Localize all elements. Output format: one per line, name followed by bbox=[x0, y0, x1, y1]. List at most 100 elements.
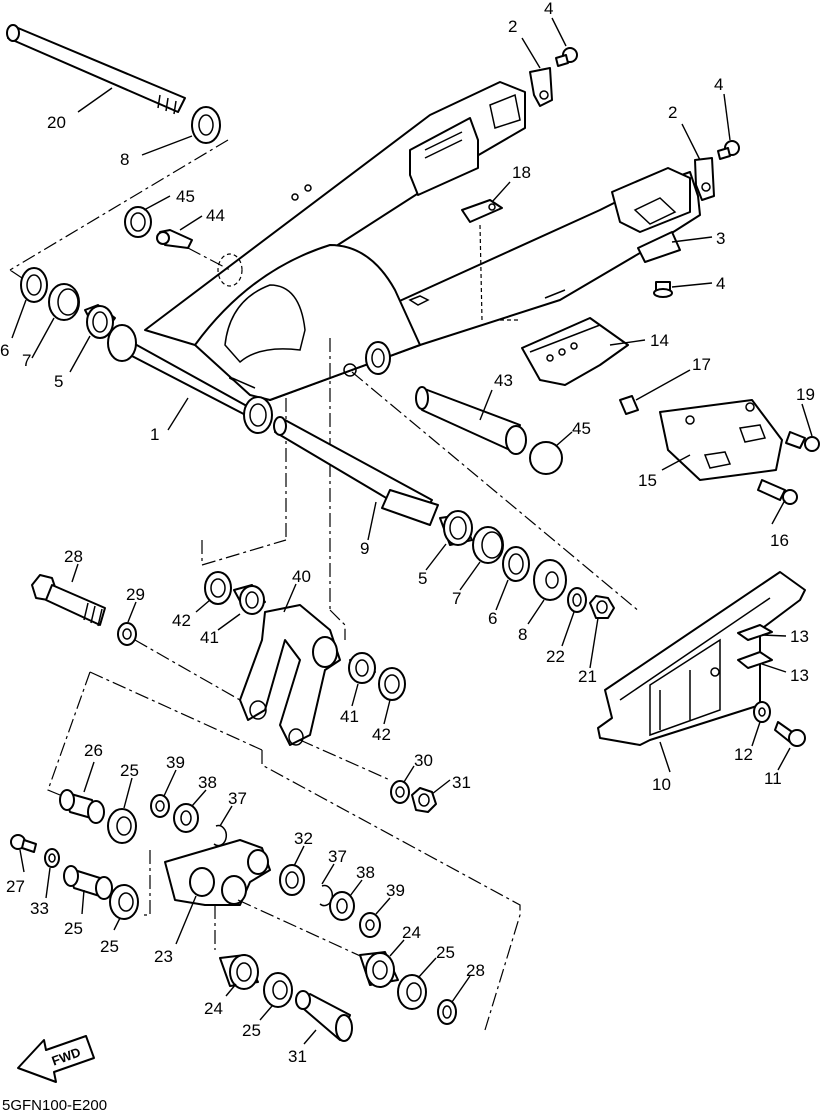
cap-8-right bbox=[533, 559, 567, 601]
callout-2-right: 2 bbox=[668, 103, 677, 122]
bearing-24-right bbox=[359, 951, 399, 988]
callout-7: 7 bbox=[22, 351, 31, 370]
callout-23: 23 bbox=[154, 947, 173, 966]
callout-11: 11 bbox=[764, 769, 782, 788]
callout-39-upper: 39 bbox=[166, 753, 185, 772]
shaft-43 bbox=[415, 386, 527, 455]
bushing-39-upper bbox=[150, 794, 170, 818]
callout-37-lower: 37 bbox=[328, 847, 347, 866]
washer-30 bbox=[44, 848, 60, 868]
collar-31 bbox=[295, 990, 353, 1042]
callout-17: 17 bbox=[692, 355, 711, 374]
bolt-4-right bbox=[717, 140, 740, 160]
bolt-44 bbox=[156, 229, 193, 249]
callout-13-lower: 13 bbox=[790, 666, 809, 685]
bolt-29 bbox=[10, 834, 37, 853]
plate-15 bbox=[659, 399, 783, 481]
connecting-rod-23 bbox=[164, 839, 271, 906]
washer-6-left bbox=[20, 267, 48, 303]
bolt-11 bbox=[774, 721, 806, 747]
chain-guide-14 bbox=[521, 317, 629, 386]
bolt-4-lower bbox=[653, 281, 673, 298]
callout-25-d: 25 bbox=[242, 1021, 261, 1040]
bearing-25-a bbox=[107, 808, 137, 844]
callout-2: 2 bbox=[508, 17, 517, 36]
callout-37-upper: 37 bbox=[228, 789, 247, 808]
washer-12 bbox=[753, 701, 771, 723]
callout-38-lower: 38 bbox=[356, 863, 375, 882]
washer-34 bbox=[390, 780, 410, 804]
callout-42-lower: 42 bbox=[372, 725, 391, 744]
plate-3 bbox=[637, 231, 681, 263]
callout-4: 4 bbox=[544, 0, 553, 18]
callout-1: 1 bbox=[150, 425, 159, 444]
diagram-code: 5GFN100-E200 bbox=[2, 1097, 107, 1111]
callout-26: 25 bbox=[64, 919, 83, 938]
callout-40: 40 bbox=[292, 567, 311, 586]
callout-34: 30 bbox=[414, 751, 433, 770]
cap-45-upper bbox=[124, 206, 152, 238]
callout-29: 27 bbox=[6, 877, 25, 896]
chain-slider-10 bbox=[597, 571, 806, 746]
bearing-42-lower bbox=[378, 667, 406, 701]
callout-4-right: 4 bbox=[714, 75, 723, 94]
cap-45-lower bbox=[529, 441, 563, 475]
callout-22: 22 bbox=[546, 647, 565, 666]
bearing-41-lower bbox=[348, 652, 376, 684]
callout-labels: 20 8 45 44 6 7 5 1 2 4 2 4 3 4 18 14 17 … bbox=[0, 0, 815, 1066]
bearing-25-d bbox=[263, 972, 293, 1008]
bearing-5-left bbox=[84, 304, 116, 339]
callout-16: 16 bbox=[770, 531, 789, 550]
callout-33: 29 bbox=[126, 585, 145, 604]
callout-8: 8 bbox=[120, 150, 129, 169]
washer-28 bbox=[437, 999, 457, 1025]
callout-25-c: 25 bbox=[436, 943, 455, 962]
bearing-5-right bbox=[439, 510, 473, 546]
callout-42-upper: 42 bbox=[172, 611, 191, 630]
callout-13-upper: 13 bbox=[790, 627, 809, 646]
callout-30: 33 bbox=[30, 899, 49, 918]
callout-7-right: 7 bbox=[452, 589, 461, 608]
callout-5: 5 bbox=[54, 372, 63, 391]
callout-4-lower: 4 bbox=[716, 274, 725, 293]
bolt-19 bbox=[785, 431, 820, 452]
callout-3: 3 bbox=[716, 229, 725, 248]
washer-22 bbox=[567, 587, 587, 613]
callout-39-lower: 39 bbox=[386, 881, 405, 900]
callout-18: 18 bbox=[512, 163, 531, 182]
seal-7-right bbox=[472, 526, 504, 564]
callout-6-right: 6 bbox=[488, 609, 497, 628]
callout-28: 28 bbox=[466, 961, 485, 980]
tab-13-lower bbox=[737, 651, 773, 669]
callout-43: 43 bbox=[494, 371, 513, 390]
bushing-39-lower bbox=[359, 912, 381, 938]
circlip-37-upper bbox=[213, 824, 228, 847]
spacer-17 bbox=[619, 395, 639, 415]
callout-35: 31 bbox=[452, 773, 471, 792]
callout-9: 9 bbox=[360, 539, 369, 558]
bracket-2-right bbox=[694, 157, 715, 201]
callout-31: 31 bbox=[288, 1047, 307, 1066]
bracket-2-upper bbox=[529, 67, 553, 107]
collar-27 bbox=[59, 789, 105, 824]
seal-38-lower bbox=[329, 891, 355, 921]
bearing-25-b bbox=[109, 884, 139, 920]
bolt-16 bbox=[757, 479, 798, 505]
bearing-36 bbox=[279, 864, 305, 896]
tab-13-upper bbox=[737, 624, 773, 641]
leader-lines bbox=[11, 17, 813, 1045]
washer-33 bbox=[117, 622, 137, 646]
relay-arm-40 bbox=[239, 604, 341, 746]
bolt-32 bbox=[31, 574, 106, 627]
callout-24-left: 24 bbox=[204, 999, 223, 1018]
callout-27: 26 bbox=[84, 741, 103, 760]
seal-43-ring bbox=[365, 341, 391, 375]
bearing-25-c bbox=[397, 974, 427, 1010]
seal-7-left bbox=[48, 283, 80, 321]
callout-24-right: 24 bbox=[402, 923, 421, 942]
collar-26 bbox=[63, 865, 113, 900]
callout-19: 19 bbox=[796, 385, 815, 404]
callout-12: 12 bbox=[734, 745, 753, 764]
bearing-24-left bbox=[219, 954, 259, 990]
callout-36: 32 bbox=[294, 829, 313, 848]
